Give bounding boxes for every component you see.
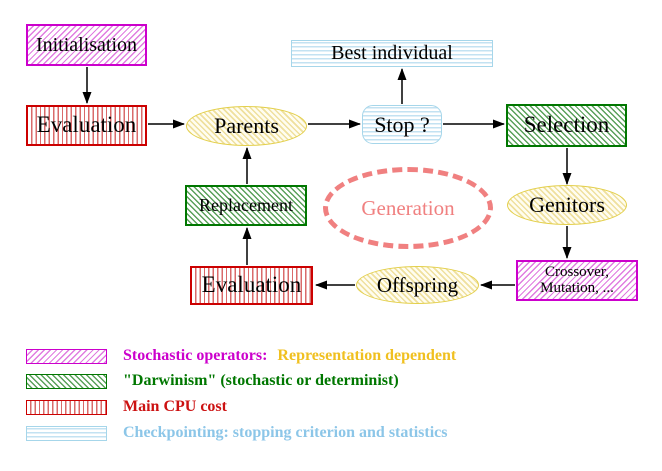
node-replacement: Replacement <box>185 185 307 226</box>
node-stop: Stop ? <box>362 105 442 144</box>
node-genitors: Genitors <box>507 185 627 225</box>
legend-label-darwinism: "Darwinism" (stochastic or determinist) <box>123 372 399 389</box>
legend-label-main-cpu-cost: Main CPU cost <box>123 398 227 415</box>
node-offspring: Offspring <box>356 266 479 304</box>
node-selection: Selection <box>506 104 627 147</box>
legend-swatch-red-stripes <box>26 399 107 415</box>
legend-label-representation-dependent: Representation dependent <box>277 347 457 364</box>
legend-label-checkpointing: Checkpointing: stopping criterion and st… <box>123 424 448 441</box>
legend-row-cpu-cost: Main CPU cost <box>26 398 227 416</box>
node-crossover-mutation: Crossover, Mutation, ... <box>516 260 638 301</box>
node-evaluation-bottom: Evaluation <box>190 266 313 305</box>
node-initialisation: Initialisation <box>26 24 147 66</box>
legend-row-stochastic: Stochastic operators: Representation dep… <box>26 347 456 365</box>
node-evaluation-top: Evaluation <box>26 105 147 146</box>
generation-loop-ellipse: Generation <box>323 167 493 249</box>
legend-row-darwinism: "Darwinism" (stochastic or determinist) <box>26 372 399 390</box>
legend-swatch-magenta-hatch <box>26 348 107 364</box>
node-parents: Parents <box>186 106 307 146</box>
crossover-line1: Crossover, <box>545 263 609 280</box>
node-best-individual: Best individual <box>291 40 493 67</box>
legend-row-checkpointing: Checkpointing: stopping criterion and st… <box>26 424 447 442</box>
legend-label-stochastic-operators: Stochastic operators: <box>123 347 268 364</box>
crossover-line2: Mutation, ... <box>540 279 614 296</box>
legend-swatch-green-hatch <box>26 373 107 389</box>
legend-swatch-blue-stripes <box>26 425 107 441</box>
